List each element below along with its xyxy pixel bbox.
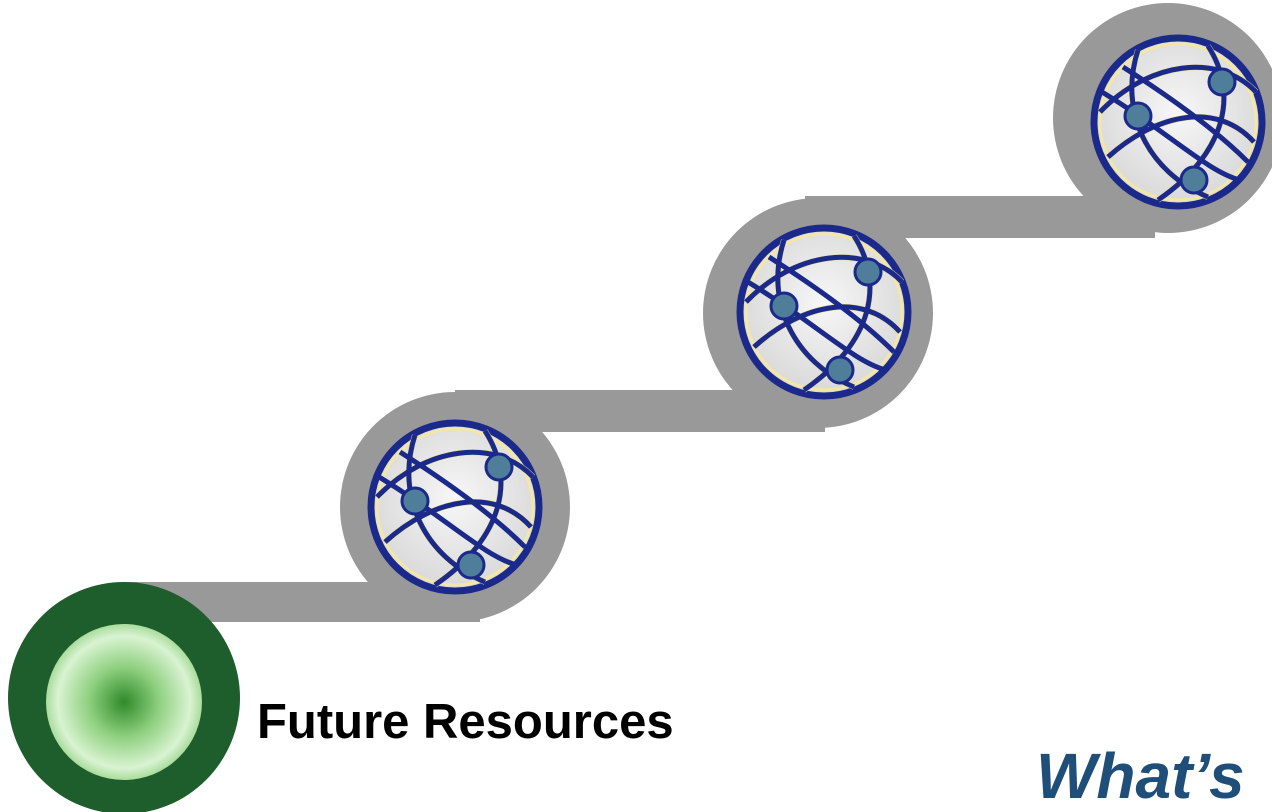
network-globe-icon	[1094, 38, 1262, 206]
network-globe-icon	[740, 228, 908, 396]
teaser-text: What’s	[1036, 740, 1245, 812]
network-globe-icon	[371, 423, 539, 591]
green-start-circle-icon	[8, 582, 240, 812]
slide-title: Future Resources	[257, 695, 674, 749]
roadmap-path	[120, 196, 1155, 622]
